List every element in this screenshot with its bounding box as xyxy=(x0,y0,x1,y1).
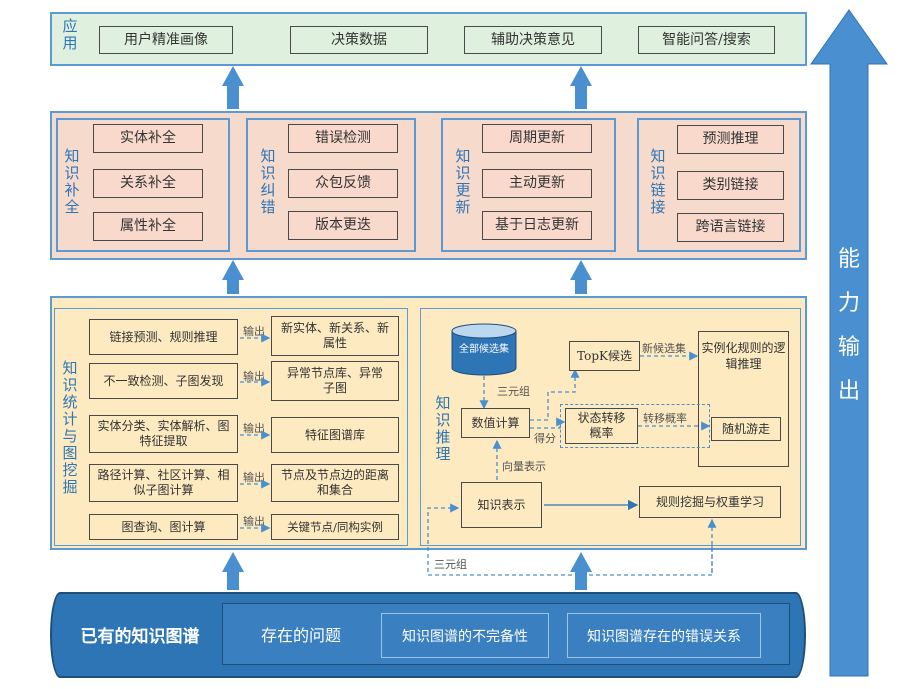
stat-input-3: 实体分类、实体解析、图特征提取 xyxy=(89,415,238,453)
output-tag-2: 输出 xyxy=(243,370,265,383)
stat-output-5: 关键节点/同构实例 xyxy=(271,514,399,540)
up-arrows xyxy=(222,66,592,590)
score-tag: 得分 xyxy=(534,432,556,445)
stat-output-4: 节点及节点边的距离和集合 xyxy=(271,464,399,502)
capability-label: 能力输出 xyxy=(837,247,860,404)
app-item-decision-advice: 辅助决策意见 xyxy=(464,26,602,54)
triple-bottom-tag: 三元组 xyxy=(432,556,469,572)
completion-relation: 关系补全 xyxy=(93,169,203,198)
output-tag-3: 输出 xyxy=(243,422,265,435)
output-tag-4: 输出 xyxy=(243,471,265,484)
group-correction-label: 知识纠错 xyxy=(260,147,276,216)
completion-entity: 实体补全 xyxy=(93,124,203,153)
group-linking-label: 知识链接 xyxy=(650,147,666,216)
reasoning-label: 知识推理 xyxy=(435,394,451,463)
random-walk: 随机游走 xyxy=(711,417,781,441)
stat-output-3: 特征图谱库 xyxy=(271,417,399,453)
completion-attribute: 属性补全 xyxy=(93,212,203,241)
issues-label: 存在的问题 xyxy=(260,626,341,645)
stat-input-1: 链接预测、规则推理 xyxy=(89,319,238,355)
linking-category: 类别链接 xyxy=(677,171,784,200)
vector-tag: 向量表示 xyxy=(502,460,546,473)
issue-wrong-relations: 知识图谱存在的错误关系 xyxy=(567,613,761,658)
logic-label: 实例化规则的逻辑推理 xyxy=(701,341,786,371)
correction-version: 版本更迭 xyxy=(288,211,398,240)
new-candidates-tag: 新候选集 xyxy=(642,342,686,355)
candidate-set-label: 全部候选集 xyxy=(459,344,509,355)
linking-cross-language: 跨语言链接 xyxy=(677,213,784,242)
update-periodic: 周期更新 xyxy=(482,124,592,153)
application-layer xyxy=(50,12,807,66)
group-completion-label: 知识补全 xyxy=(64,147,80,216)
stat-input-5: 图查询、图计算 xyxy=(89,514,238,540)
state-transfer-prob: 状态转移概率 xyxy=(565,408,638,444)
app-item-qa-search: 智能问答/搜索 xyxy=(638,26,775,54)
statistics-label: 知识统计与图挖掘 xyxy=(62,359,78,496)
stat-output-1: 新实体、新关系、新属性 xyxy=(271,316,399,356)
app-item-decision-data: 决策数据 xyxy=(290,26,428,54)
stat-output-2: 异常节点库、异常子图 xyxy=(271,361,399,401)
update-active: 主动更新 xyxy=(482,169,592,198)
arrow-up-4 xyxy=(570,260,592,294)
walk-container xyxy=(560,404,710,448)
arrow-up-2 xyxy=(570,66,592,109)
stat-input-4: 路径计算、社区计算、相似子图计算 xyxy=(89,464,238,502)
arrow-up-6 xyxy=(570,552,592,590)
capability-arrow xyxy=(810,9,888,677)
output-tag-5: 输出 xyxy=(243,515,265,528)
arrow-up-5 xyxy=(222,552,244,590)
rule-mining: 规则挖掘与权重学习 xyxy=(639,486,781,518)
correction-error-detect: 错误检测 xyxy=(288,124,398,153)
stat-input-2: 不一致检测、子图发现 xyxy=(89,363,238,399)
triple-tag: 三元组 xyxy=(497,385,530,398)
knowledge-representation: 知识表示 xyxy=(461,482,542,528)
app-item-user-portrait: 用户精准画像 xyxy=(99,26,233,54)
application-label: 应用 xyxy=(62,17,78,52)
update-log-based: 基于日志更新 xyxy=(482,211,592,240)
linking-prediction: 预测推理 xyxy=(677,125,784,154)
topk-candidates: TopK候选 xyxy=(569,341,640,371)
transfer-prob-tag: 转移概率 xyxy=(643,412,687,425)
candidate-cylinder xyxy=(451,323,517,376)
logic-container xyxy=(698,331,789,467)
correction-crowdsource: 众包反馈 xyxy=(288,169,398,198)
group-update-label: 知识更新 xyxy=(455,147,471,216)
arrow-up-3 xyxy=(222,260,244,294)
output-tag-1: 输出 xyxy=(243,325,265,338)
numeric-compute: 数值计算 xyxy=(461,408,530,438)
existing-kg-label: 已有的知识图谱 xyxy=(80,626,200,647)
issue-incompleteness: 知识图谱的不完备性 xyxy=(381,613,549,658)
arrow-up-1 xyxy=(222,66,244,109)
